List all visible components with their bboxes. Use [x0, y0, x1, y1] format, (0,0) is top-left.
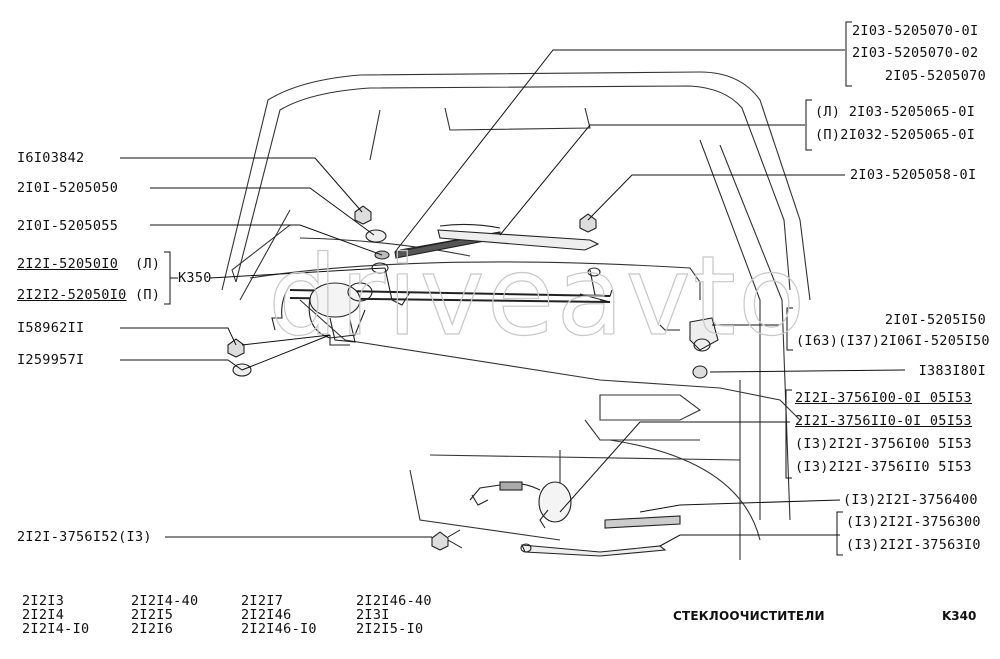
model-col3-1: 2I2I7 [241, 593, 284, 609]
label-left-4a-suffix: (Л) [135, 256, 161, 272]
label-left-4a: 2I2I-52050I0 [17, 256, 119, 272]
part-group-1-line-1: 2I03-5205070-0I [852, 23, 979, 39]
washer-pump [469, 481, 572, 529]
model-col4-3: 2I2I5-I0 [356, 621, 424, 637]
part-group-8-line-2: (I3)2I2I-37563I0 [846, 537, 981, 553]
model-col2-3: 2I2I6 [131, 621, 174, 637]
page-title: СТЕКЛООЧИСТИТЕЛИ [673, 609, 825, 623]
label-right-3: 2I03-5205058-0I [850, 167, 977, 183]
label-left-7: 2I2I-3756I52(I3) [17, 529, 152, 545]
model-col3-3: 2I2I46-I0 [241, 621, 317, 637]
model-col1-3: 2I2I4-I0 [22, 621, 90, 637]
part-group-1-line-3: 2I05-5205070 [884, 68, 986, 84]
label-left-4-code: K350 [178, 270, 212, 286]
label-left-2: 2I0I-5205050 [17, 180, 119, 196]
wiper-motor [271, 282, 373, 346]
part-group-2-line-2: (П)2I032-5205065-0I [815, 127, 976, 143]
part-group-6-line-1: 2I2I-3756I00-0I 05I53 [795, 390, 972, 406]
part-group-6-line-2: 2I2I-3756II0-0I 05I53 [795, 413, 972, 429]
model-col2-2: 2I2I5 [131, 607, 174, 623]
model-col1-2: 2I2I4 [22, 607, 65, 623]
wiper-arm-blade [394, 223, 600, 259]
label-left-4b: 2I2I2-52050I0 [17, 287, 127, 303]
label-left-6: I259957I [17, 352, 85, 368]
model-col4-1: 2I2I46-40 [356, 593, 432, 609]
brackets [164, 21, 852, 556]
rear-wiper-motor [659, 317, 719, 352]
label-left-1: I6I03842 [17, 150, 85, 166]
part-group-2-line-1: (Л) 2I03-5205065-0I [815, 104, 976, 120]
model-col3-2: 2I2I46 [241, 607, 292, 623]
model-col1-1: 2I2I3 [22, 593, 65, 609]
part-group-8-line-1: (I3)2I2I-3756300 [846, 514, 981, 530]
part-group-4-line-2: (I63)(I37)2I06I-5205I50 [796, 333, 990, 349]
part-group-1-line-2: 2I03-5205070-02 [852, 45, 979, 61]
watermark: driveavto [267, 231, 808, 360]
car-body-outline [221, 71, 811, 560]
leader-lines [120, 49, 906, 549]
label-left-3: 2I0I-5205055 [17, 218, 119, 234]
part-group-4-line-1: 2I0I-5205I50 [884, 312, 986, 328]
label-left-5: I58962II [17, 320, 85, 336]
fasteners [227, 205, 708, 551]
part-group-6-line-3: (I3)2I2I-3756I00 5I53 [795, 436, 972, 452]
model-col4-2: 2I3I [356, 607, 390, 623]
label-right-5: I383I80I [918, 363, 986, 379]
model-col2-1: 2I2I4-40 [131, 593, 199, 609]
page-code: K340 [942, 609, 977, 623]
rear-wiper-arm-blade [520, 515, 681, 557]
part-group-6-line-4: (I3)2I2I-3756II0 5I53 [795, 459, 972, 475]
label-left-4b-suffix: (П) [135, 287, 161, 303]
label-right-7: (I3)2I2I-3756400 [843, 492, 978, 508]
